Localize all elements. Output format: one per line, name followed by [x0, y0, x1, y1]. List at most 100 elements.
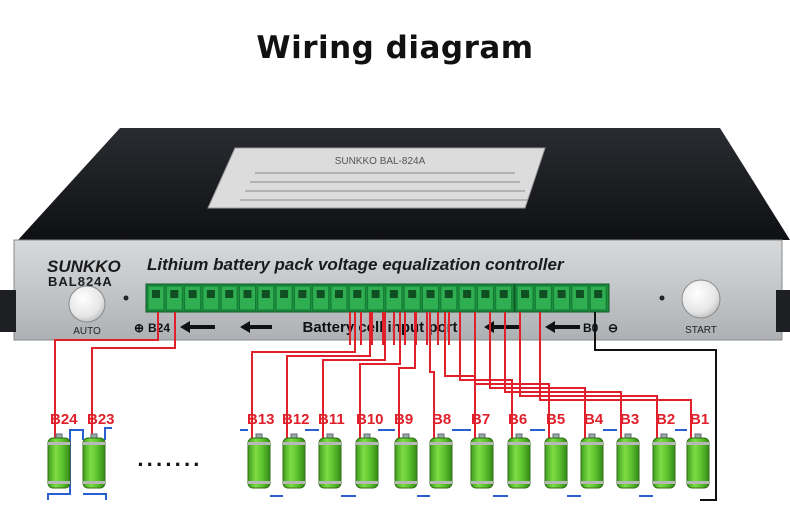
red-sense-wire	[519, 312, 658, 440]
arrow-left-3	[484, 321, 520, 333]
screw-terminal[interactable]	[516, 285, 534, 311]
screw-terminal[interactable]	[495, 285, 513, 311]
arrow-left-1	[180, 321, 215, 333]
cell-label: B2	[656, 411, 675, 428]
arrow-left-2	[240, 321, 272, 333]
cell-label: B3	[620, 411, 639, 428]
screw-terminal[interactable]	[184, 285, 202, 311]
screw-terminal[interactable]	[589, 285, 607, 311]
cell-label: B11	[318, 411, 345, 428]
cell-label: B4	[584, 411, 604, 428]
red-sense-wire	[474, 312, 550, 440]
battery-cell	[355, 433, 379, 489]
sticker-text-lines	[240, 172, 528, 201]
battery-cell	[429, 433, 453, 489]
red-sense-wire	[489, 312, 586, 440]
red-sense-wire-b23	[91, 312, 176, 440]
controller-heading: Lithium battery pack voltage equalizatio…	[147, 255, 565, 274]
auto-button[interactable]	[68, 285, 106, 323]
start-indicator-led	[659, 295, 665, 301]
cell-label: B7	[471, 411, 490, 428]
blue-cell-link	[83, 493, 107, 500]
b0-terminal-label: B0	[583, 321, 599, 335]
b24-terminal-label: B24	[148, 321, 170, 335]
red-sense-wire	[251, 312, 356, 440]
screw-terminal[interactable]	[385, 285, 403, 311]
screw-terminal[interactable]	[403, 285, 421, 311]
omitted-cells-ellipsis: ·······	[137, 452, 202, 477]
auto-label: AUTO	[73, 326, 101, 337]
cell-label: B12	[282, 411, 310, 428]
battery-cell	[282, 433, 306, 489]
start-label: START	[685, 325, 717, 336]
cell-label: B10	[356, 411, 384, 428]
screw-terminal[interactable]	[571, 285, 589, 311]
battery-cell	[394, 433, 418, 489]
blue-cell-link	[104, 427, 112, 440]
battery-cell	[470, 433, 494, 489]
battery-cell	[686, 433, 710, 489]
red-sense-wire	[322, 312, 386, 440]
b0-minus-symbol: ⊖	[608, 321, 618, 335]
left-mount-bracket	[0, 290, 16, 332]
right-mount-bracket	[776, 290, 790, 332]
battery-cell	[652, 433, 676, 489]
screw-terminal[interactable]	[275, 285, 293, 311]
cell-label: B5	[546, 411, 565, 428]
screw-terminal[interactable]	[367, 285, 385, 311]
battery-cell	[544, 433, 568, 489]
blue-cell-link	[69, 429, 84, 440]
screw-terminal[interactable]	[476, 285, 494, 311]
model-label: BAL824A	[48, 274, 113, 289]
b24-plus-symbol: ⊕	[134, 321, 144, 335]
screw-terminal[interactable]	[165, 285, 183, 311]
sticker-title: SUNKKO BAL-824A	[335, 156, 426, 167]
screw-terminal[interactable]	[239, 285, 256, 311]
battery-cell	[318, 433, 342, 489]
red-sense-wire	[286, 312, 371, 440]
screw-terminal[interactable]	[348, 285, 366, 311]
battery-cell	[616, 433, 640, 489]
battery-port-label: Battery cell input port	[302, 319, 457, 336]
battery-cell	[507, 433, 531, 489]
battery-cell	[247, 433, 271, 489]
red-sense-wire	[429, 312, 435, 440]
screw-terminal[interactable]	[458, 285, 476, 311]
screw-terminal[interactable]	[440, 285, 458, 311]
battery-cell	[47, 433, 71, 489]
screw-terminal[interactable]	[312, 285, 330, 311]
port-direction-arrows	[180, 321, 580, 333]
start-button[interactable]	[681, 279, 721, 319]
screw-terminal[interactable]	[202, 285, 220, 311]
screw-terminal[interactable]	[257, 285, 275, 311]
screw-terminal[interactable]	[147, 285, 165, 311]
terminal-block-b24-b5	[145, 283, 515, 313]
cell-label: B6	[508, 411, 527, 428]
red-sense-wire	[459, 312, 513, 440]
red-sense-wire	[359, 312, 401, 440]
screw-terminal[interactable]	[422, 285, 439, 311]
cell-label: B8	[432, 411, 451, 428]
cell-label: B13	[247, 411, 275, 428]
battery-cell	[580, 433, 604, 489]
terminal-block-b4-b0	[514, 283, 610, 313]
black-b0-wire	[594, 312, 717, 501]
screw-terminal[interactable]	[220, 285, 238, 311]
red-sense-wire-b24	[54, 312, 159, 440]
diagram-title: Wiring diagram	[256, 30, 534, 66]
wiring	[47, 312, 717, 501]
cell-label: B23	[87, 411, 115, 428]
auto-indicator-led	[123, 295, 129, 301]
arrow-left-4	[545, 321, 580, 333]
screw-terminal[interactable]	[534, 285, 552, 311]
screw-terminal[interactable]	[293, 285, 311, 311]
screw-terminal[interactable]	[330, 285, 348, 311]
battery-cell	[82, 433, 106, 489]
screw-terminal[interactable]	[553, 285, 571, 311]
cell-label: B9	[394, 411, 413, 428]
cell-label: B24	[50, 411, 78, 428]
spec-sticker	[207, 147, 546, 209]
